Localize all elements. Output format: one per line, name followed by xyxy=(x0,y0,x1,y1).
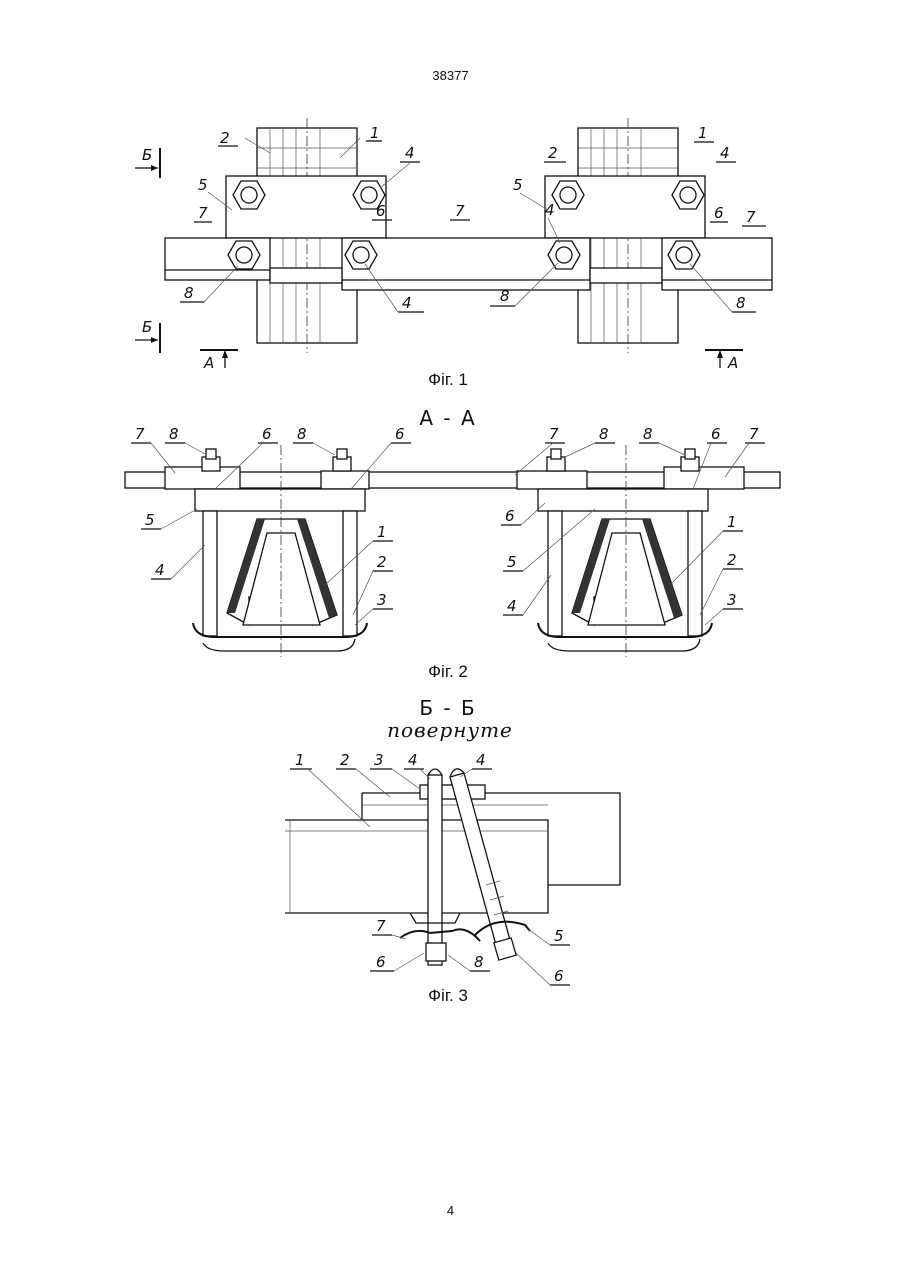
svg-text:5: 5 xyxy=(145,511,155,529)
svg-text:3: 3 xyxy=(374,751,384,769)
section-b-b-subtitle: повернуте xyxy=(300,718,600,742)
svg-text:5: 5 xyxy=(198,176,208,194)
bolts-4 xyxy=(428,769,510,965)
svg-text:Б: Б xyxy=(142,318,152,336)
svg-text:6: 6 xyxy=(395,425,405,443)
svg-text:А: А xyxy=(203,354,214,372)
svg-text:6: 6 xyxy=(505,507,515,525)
svg-text:8: 8 xyxy=(474,953,484,971)
page-number: 4 xyxy=(0,1203,901,1218)
svg-text:6: 6 xyxy=(376,953,386,971)
svg-text:6: 6 xyxy=(376,202,386,220)
svg-text:4: 4 xyxy=(155,561,165,579)
svg-text:7: 7 xyxy=(746,208,756,226)
figure-1-drawing: Б Б А А 2 1 4 5 6 7 8 4 7 8 2 5 4 1 4 6 … xyxy=(120,118,790,373)
svg-text:7: 7 xyxy=(376,917,386,935)
beam-1 xyxy=(285,820,548,913)
svg-text:4: 4 xyxy=(545,201,555,219)
svg-text:Б: Б xyxy=(142,146,152,164)
svg-text:4: 4 xyxy=(408,751,418,769)
svg-text:4: 4 xyxy=(402,294,412,312)
document-number: 38377 xyxy=(0,68,901,83)
svg-text:4: 4 xyxy=(507,597,517,615)
svg-text:А: А xyxy=(727,354,738,372)
svg-text:2: 2 xyxy=(377,553,387,571)
svg-text:8: 8 xyxy=(736,294,746,312)
svg-text:1: 1 xyxy=(377,523,387,541)
figure-2-drawing: 7 8 6 8 6 5 4 1 2 3 7 8 8 6 7 6 5 4 1 2 … xyxy=(115,425,795,660)
svg-text:8: 8 xyxy=(297,425,307,443)
svg-text:6: 6 xyxy=(262,425,272,443)
figure-2-caption: Фіг. 2 xyxy=(388,662,508,682)
svg-text:5: 5 xyxy=(554,927,564,945)
svg-text:7: 7 xyxy=(549,425,559,443)
svg-text:1: 1 xyxy=(370,124,380,142)
svg-text:4: 4 xyxy=(405,144,415,162)
svg-text:2: 2 xyxy=(220,129,230,147)
svg-text:2: 2 xyxy=(548,144,558,162)
svg-text:5: 5 xyxy=(513,176,523,194)
section-b-b-title: Б - Б xyxy=(348,696,548,720)
svg-text:7: 7 xyxy=(135,425,145,443)
svg-text:2: 2 xyxy=(727,551,737,569)
svg-text:5: 5 xyxy=(507,553,517,571)
figure-1-caption: Фіг. 1 xyxy=(388,370,508,390)
svg-text:6: 6 xyxy=(714,204,724,222)
figure-3-drawing: 1 2 3 4 4 7 6 8 5 6 xyxy=(270,745,630,990)
svg-text:7: 7 xyxy=(455,202,465,220)
svg-text:4: 4 xyxy=(720,144,730,162)
svg-text:3: 3 xyxy=(727,591,737,609)
svg-text:7: 7 xyxy=(198,204,208,222)
svg-text:3: 3 xyxy=(377,591,387,609)
svg-text:8: 8 xyxy=(184,284,194,302)
svg-text:8: 8 xyxy=(500,287,510,305)
svg-text:7: 7 xyxy=(749,425,759,443)
svg-text:8: 8 xyxy=(169,425,179,443)
svg-text:2: 2 xyxy=(340,751,350,769)
svg-text:8: 8 xyxy=(599,425,609,443)
svg-text:6: 6 xyxy=(711,425,721,443)
svg-text:1: 1 xyxy=(295,751,305,769)
svg-text:1: 1 xyxy=(698,124,708,142)
clamps-5-7 xyxy=(400,913,530,961)
svg-text:8: 8 xyxy=(643,425,653,443)
svg-text:1: 1 xyxy=(727,513,737,531)
svg-text:6: 6 xyxy=(554,967,564,985)
figure-3-caption: Фіг. 3 xyxy=(388,986,508,1006)
svg-text:4: 4 xyxy=(476,751,486,769)
